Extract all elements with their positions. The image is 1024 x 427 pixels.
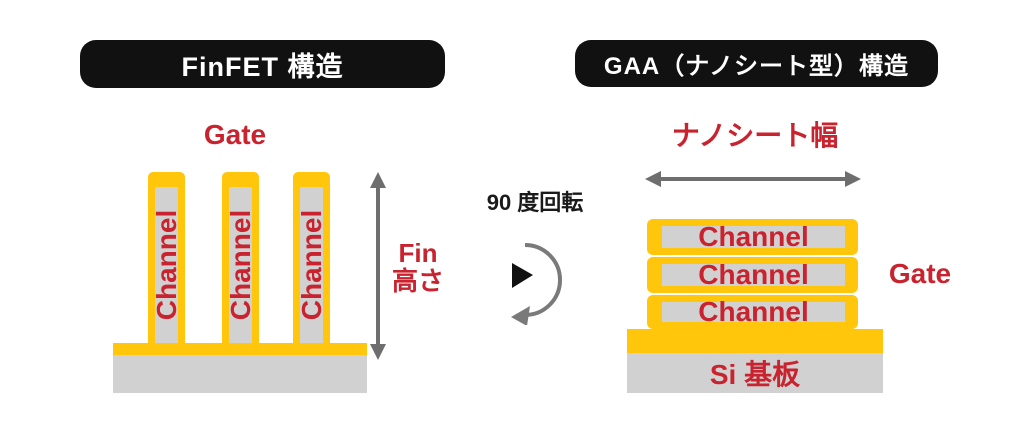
fin-height-label-line2: 高さ [391, 266, 444, 296]
rotate-arrowhead-icon [511, 306, 530, 325]
gaa-gate-label: Gate [888, 258, 952, 289]
nanosheet-channel-label: Channel [662, 296, 845, 327]
fin-height-arrow-icon [370, 172, 386, 360]
finfet-gate-bar [113, 343, 367, 355]
fin-height-label: Fin 高さ [380, 238, 456, 296]
rotation-label: 90 度回転 [486, 190, 584, 215]
gaa-title: GAA（ナノシート型）構造 [603, 53, 910, 80]
gaa-substrate: Si 基板 [627, 353, 883, 393]
nanosheet-row: Channel [647, 257, 858, 293]
fin-channel-core: Channel [151, 187, 182, 343]
fin-channel-label: Channel [224, 209, 256, 321]
fin-channel-label: Channel [150, 209, 182, 321]
fin: Channel [148, 172, 185, 343]
fin-channel-label: Channel [295, 209, 327, 321]
fin-height-label-line1: Fin [398, 238, 438, 268]
finfet-title: FinFET 構造 [181, 51, 344, 82]
rotate-clockwise-arrow-icon [524, 243, 562, 317]
fin: Channel [293, 172, 330, 343]
gaa-gate-base [627, 329, 883, 353]
nanosheet-channel-label: Channel [662, 259, 845, 290]
gaa-title-badge: GAA（ナノシート型）構造 [575, 40, 938, 87]
gaa-substrate-label: Si 基板 [709, 359, 801, 390]
play-triangle-icon [512, 263, 533, 288]
nanosheet-row: Channel [647, 219, 858, 255]
nanosheet-row: Channel [647, 295, 858, 329]
fin-channel-core: Channel [296, 187, 327, 343]
nanosheet-width-arrow-icon [645, 171, 861, 187]
nanosheet-width-label: ナノシート幅 [671, 120, 839, 151]
finfet-title-badge: FinFET 構造 [80, 40, 445, 88]
finfet-substrate [113, 355, 367, 393]
fin: Channel [222, 172, 259, 343]
nanosheet-channel-label: Channel [662, 221, 845, 252]
rotate-90-icon [511, 243, 562, 325]
fin-channel-core: Channel [225, 187, 256, 343]
finfet-gate-label: Gate [203, 119, 267, 150]
